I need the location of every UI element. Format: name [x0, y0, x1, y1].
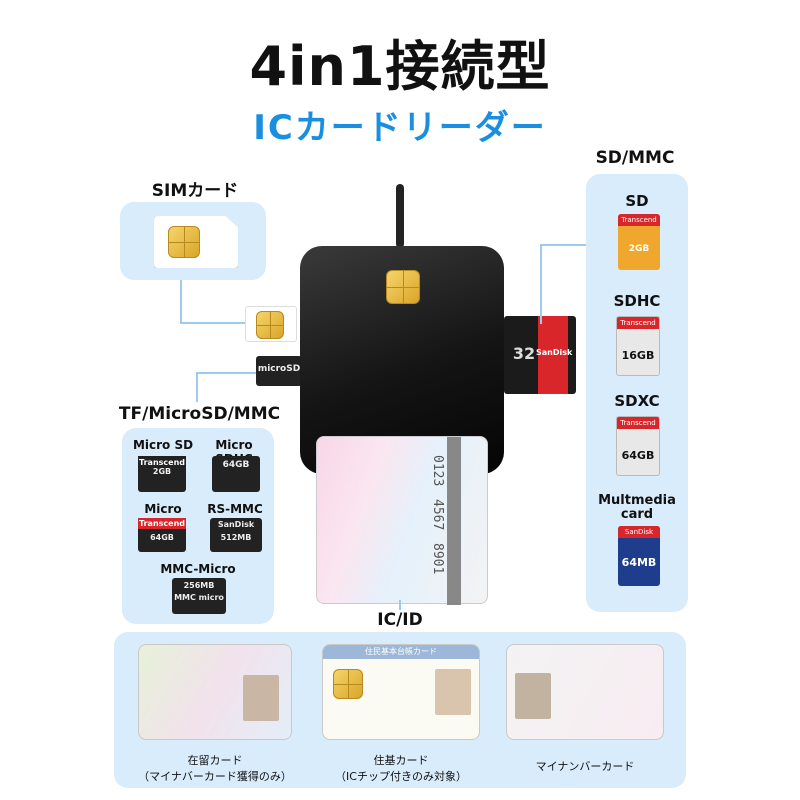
juki-card-caption: 住基カード （ICチップ付きのみ対象）	[335, 754, 467, 783]
residence-card-caption: 在留カード （マイナバーカード獲得のみ）	[138, 754, 292, 783]
sd-mmc-label: SD/MMC	[595, 148, 675, 168]
inserted-sandisk-card: 32 SanDisk	[504, 316, 576, 394]
juki-card-image: 住民基本台帳カード	[322, 644, 480, 740]
multimedia-card: SanDisk 64MB	[618, 526, 660, 586]
page-title: 4in1接続型	[249, 35, 551, 98]
juki-card-chip-icon	[333, 669, 363, 699]
juki-card-photo	[435, 669, 471, 715]
my-number-card-image	[506, 644, 664, 740]
my-number-card-caption: マイナンバーカード	[535, 760, 635, 773]
ic-id-panel: 在留カード （マイナバーカード獲得のみ） 住民基本台帳カード 住基カード （IC…	[114, 632, 686, 788]
tf-panel: Micro SD Micro SDHC Transcend 2GB 64GB M…	[122, 428, 274, 624]
sim-panel	[120, 202, 266, 280]
sd-label: SD	[625, 192, 649, 210]
sdhc-label: SDHC	[613, 292, 661, 310]
inserted-microsd-card: microSD	[256, 356, 302, 386]
sdxc-card: Transcend 64GB	[616, 416, 660, 476]
residence-card-image	[138, 644, 292, 740]
inserted-sim-chip-icon	[256, 311, 284, 339]
tf-label: TF/MicroSD/MMC	[118, 404, 281, 424]
micro-sdxc-card: Transcend 64GB	[138, 518, 186, 552]
sdhc-card: Transcend 16GB	[616, 316, 660, 376]
residence-card-photo	[243, 675, 279, 721]
micro-sdhc-card: 64GB	[212, 456, 260, 492]
multimedia-card-label: Multmedia card	[598, 493, 676, 522]
mmc-micro-card: 256MB MMC micro	[172, 578, 226, 614]
sd-card: Transcend 2GB	[618, 214, 660, 270]
micro-sd-label: Micro SD	[132, 438, 194, 452]
usb-cable	[396, 184, 404, 248]
sim-card-image	[154, 216, 238, 268]
rs-mmc-label: RS-MMC	[207, 502, 263, 516]
sim-label: SIMカード	[151, 181, 239, 201]
my-number-card-photo	[515, 673, 551, 719]
sim-chip-icon	[168, 226, 200, 258]
mmc-micro-label: MMC-Micro	[160, 562, 236, 576]
page-subtitle: ICカードリーダー	[253, 108, 547, 148]
reader-chip-icon	[386, 270, 420, 304]
sd-mmc-panel: SD Transcend 2GB SDHC Transcend 16GB SDX…	[586, 174, 688, 612]
sdxc-label: SDXC	[614, 392, 660, 410]
micro-sd-card: Transcend 2GB	[138, 456, 186, 492]
inserted-id-card: 0123 4567 8901	[316, 436, 488, 605]
inserted-sim-card	[245, 306, 297, 342]
rs-mmc-card: SanDisk 512MB	[210, 518, 262, 552]
ic-id-label: IC/ID	[377, 610, 423, 630]
